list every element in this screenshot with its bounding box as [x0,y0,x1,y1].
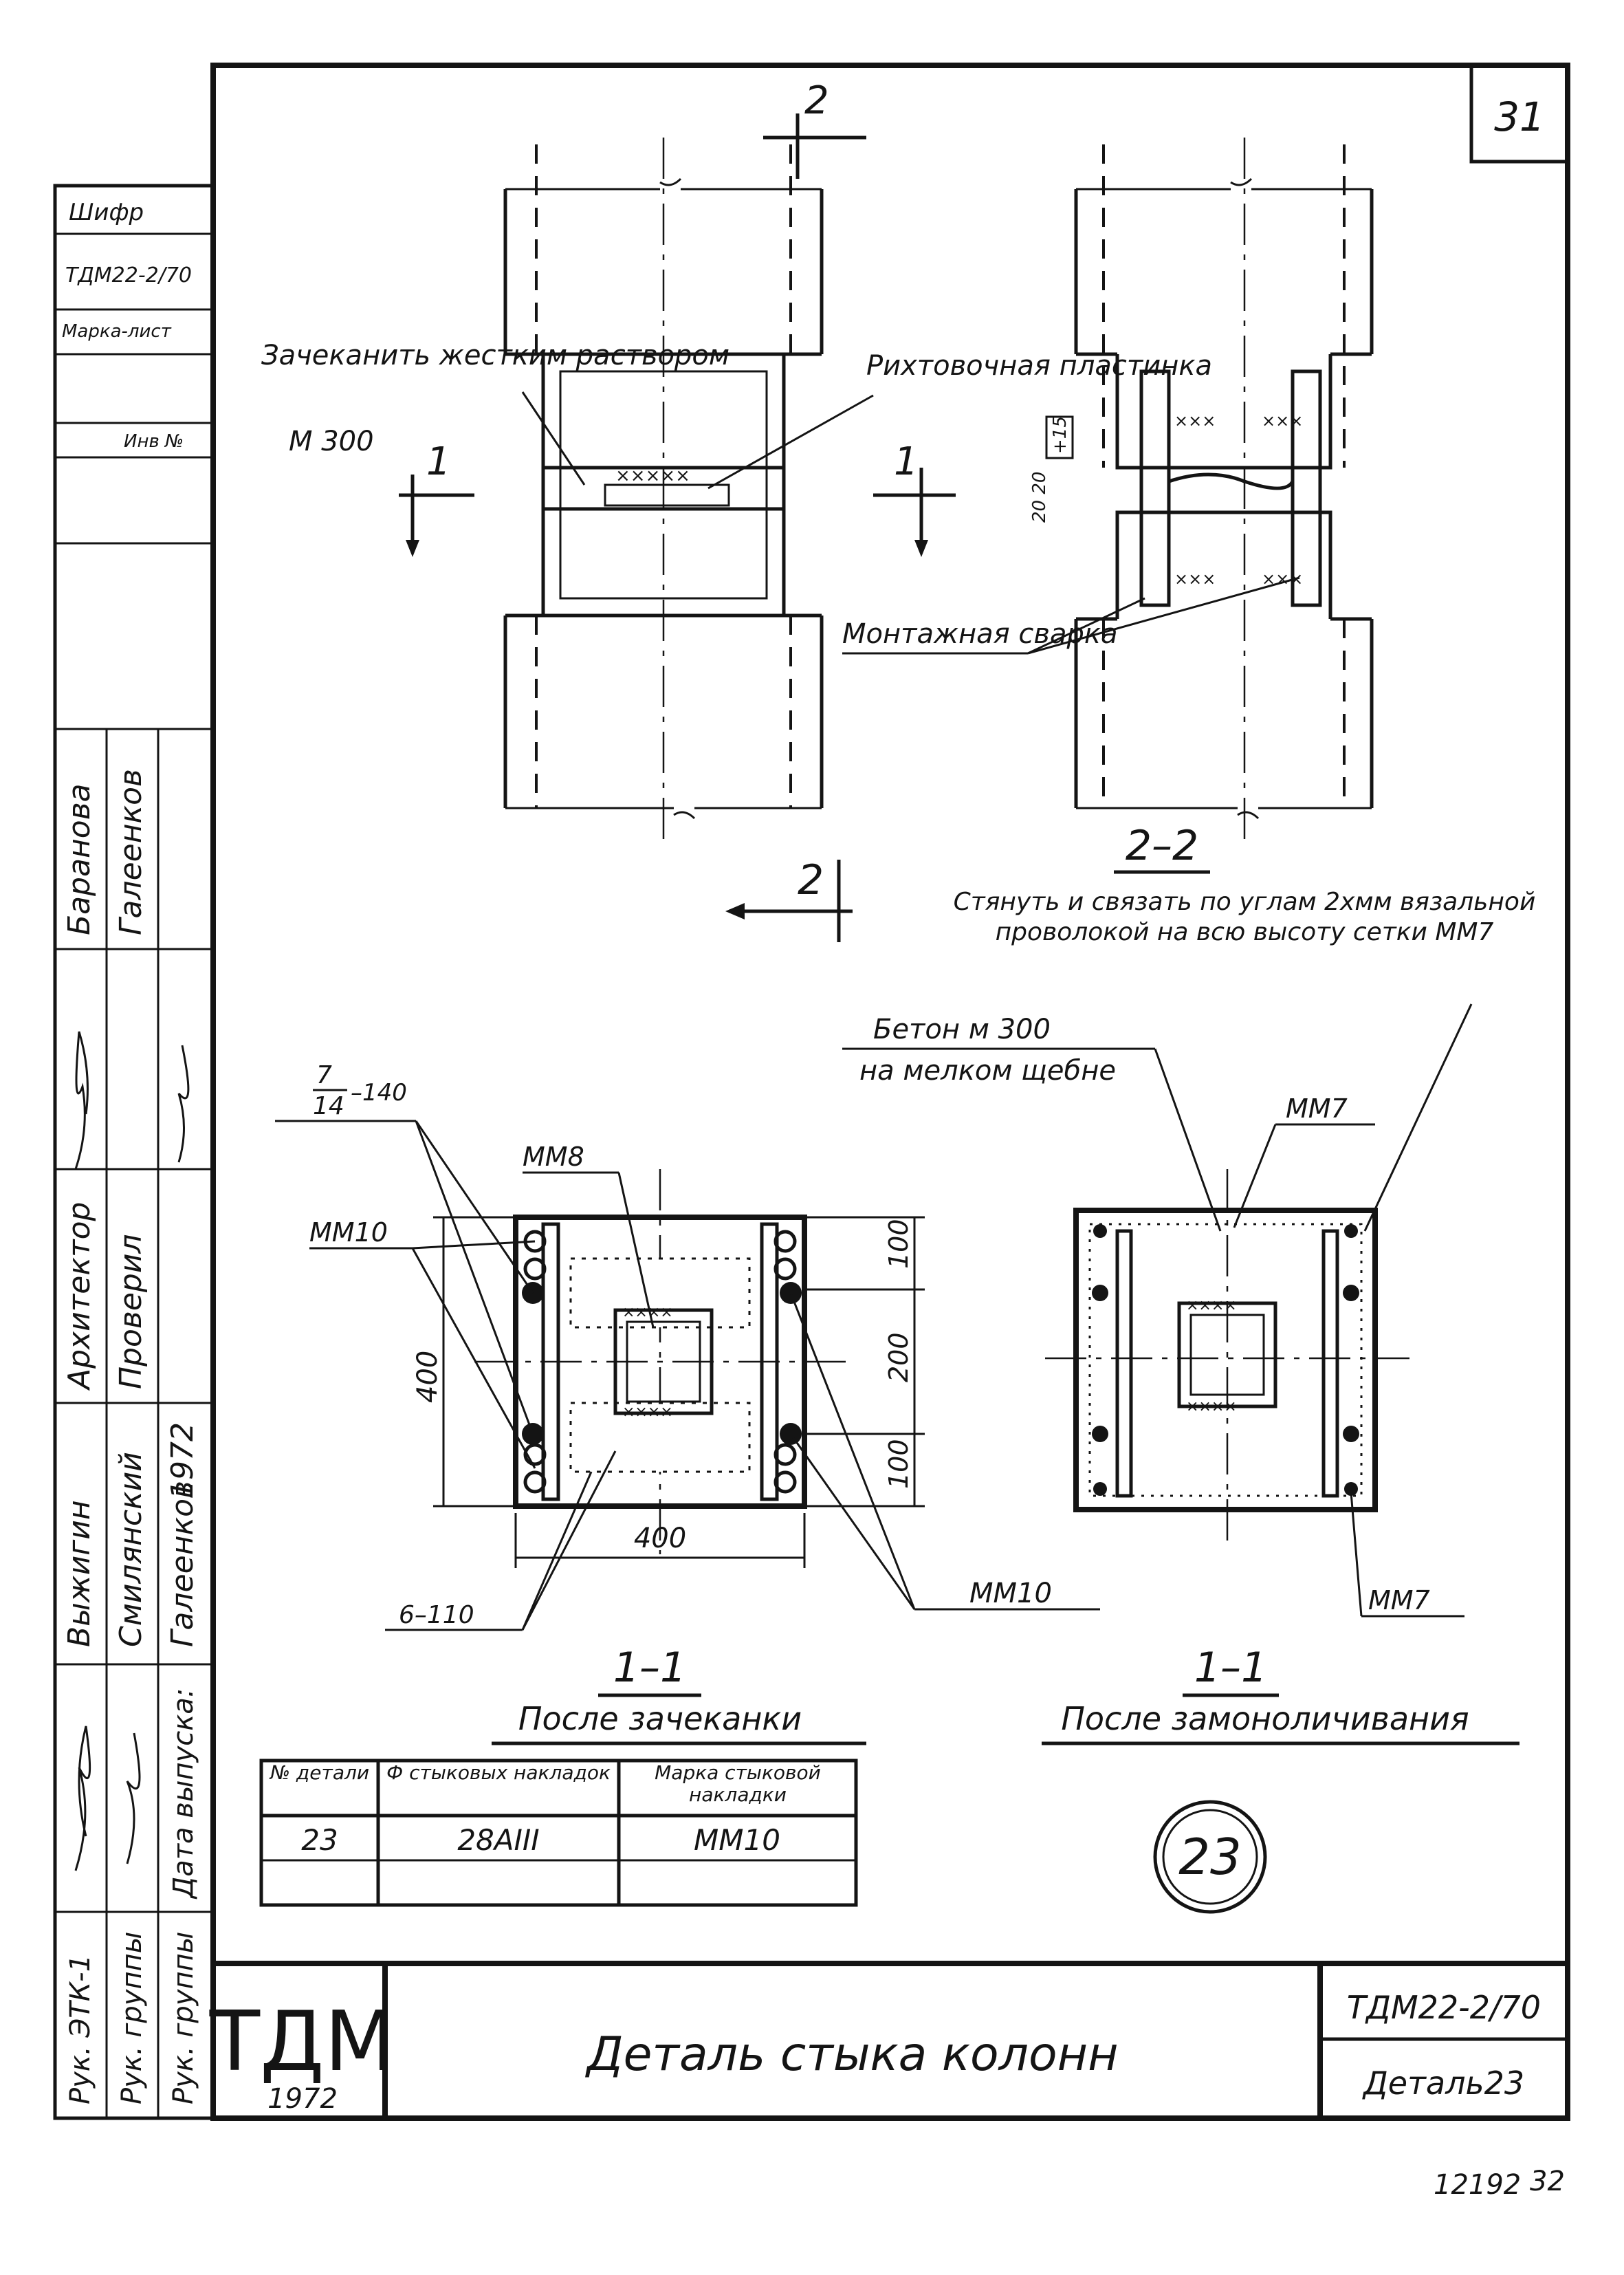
table-cell-detail: 23 [301,1823,338,1857]
table-header-detail: № детали [270,1762,370,1784]
stamp-inv-no: Инв № [124,431,184,452]
label-mm10-right: ММ10 [969,1578,1052,1609]
table-header-diameter: Ф стыковых накладок [386,1762,611,1784]
drawing-title: Деталь стыка колонн [584,2027,1118,2082]
section-1-label-left: 1 [426,439,451,484]
section-1-1-caulking: ×××× ×××× 100 200 100 400 400 [275,1061,1100,1745]
elevation-side: ××× ××× ××× ××× 1 20 20 +15 Монтажная св… [842,138,1374,846]
side-stamp: Шифр ТДМ22-2/70 Марка-лист Инв № Рук. ЭТ… [53,184,215,2120]
section-1-1-right-subtitle: После замоноличивания [1061,1700,1469,1737]
section-1-1-monolith: ×××× ×××× Бетон м 300 на мелком щебне ММ… [842,1003,1519,1745]
title-block: ТДМ 1972 Деталь стыка колонн ТДМ22-2/70 … [209,1961,1568,2118]
stamp-role-4: Архитектор [62,1202,97,1391]
label-mm7-bottom: ММ7 [1368,1585,1430,1615]
section-1-label-right: 1 [894,439,919,484]
rebar-label-den: 14 [313,1092,344,1120]
signature-2 [74,1726,91,1871]
stamp-role-2: Рук. группы [116,1932,148,2104]
callout-caulk-grade: М 300 [289,426,374,457]
stamp-name-2: Смилянский [113,1452,149,1647]
svg-text:×××: ××× [1262,411,1303,431]
stamp-shifr: Шифр [69,199,144,226]
svg-text:×××: ××× [1174,411,1216,431]
label-mm10-left: ММ10 [309,1217,388,1248]
svg-text:××××: ×××× [622,1404,673,1421]
section-1-1-left-title: 1–1 [613,1644,686,1692]
sheet-number: 31 [1494,94,1545,140]
footer-number-left: 12192 [1434,2169,1521,2201]
stamp-code: ТДМ22-2/70 [65,263,192,287]
stamp-name-5: Галеенков [113,769,149,935]
stamp-role-3: Рук. группы [168,1932,199,2104]
dim-100-bot: 100 [884,1439,914,1489]
label-mm7-top: ММ7 [1286,1093,1348,1124]
dim-400-vertical: 400 [412,1351,443,1403]
svg-text:××××: ×××× [1186,1398,1237,1415]
svg-text:×××: ××× [1174,569,1216,589]
weld-marks-top: ××××× [615,466,690,486]
label-concrete-2: на мелком щебне [859,1055,1116,1087]
sheet-number-box: 31 [1469,63,1570,164]
stamp-name-4: Баранова [62,783,97,935]
section-2-2-note: Стянуть и связать по углам 2хмм вязально… [953,888,1536,946]
label-mm8: ММ8 [523,1142,584,1172]
dim-20-20: 20 20 [1029,472,1050,523]
callout-weld: Монтажная сварка [842,618,1118,650]
label-6-110: 6–110 [399,1601,474,1629]
stamp-name-3: Галеенков [165,1481,200,1647]
title-org: ТДМ [209,1994,396,2090]
section-2-label-top: 2 [804,78,829,123]
table-header-mark: Марка стыковой накладки [655,1762,821,1806]
stamp-role-1: Рук. ЭТК-1 [65,1955,96,2104]
signature-3 [126,1732,141,1864]
stamp-marka-list: Марка-лист [62,321,172,342]
dim-400-horizontal: 400 [634,1523,686,1554]
signature-4 [177,1045,190,1163]
section-2-2-title: 2–2 [1126,822,1198,870]
callout-caulk: Зачеканить жестким раствором [261,340,729,371]
stamp-role-5: Проверил [113,1234,149,1389]
spec-table: № детали Ф стыковых накладок Марка стыко… [259,1759,858,1907]
callout-plate: Рихтовочная пластинка [866,350,1212,382]
rebar-label-num: 7 [316,1061,332,1089]
dim-box: +15 [1050,416,1071,454]
section-2-2-note-box: Стянуть и связать по углам 2хмм вязально… [953,888,1536,946]
title-code: ТДМ22-2/70 [1347,1989,1541,2026]
section-1-1-left-subtitle: После зачеканки [518,1700,802,1737]
title-year: 1972 [267,2083,338,2115]
svg-text:××××: ×××× [1186,1297,1237,1314]
dim-100-top: 100 [884,1219,914,1269]
table-cell-diameter: 28АIII [457,1823,539,1857]
section-2-2-header: 2–2 Стянуть и связать по углам 2хмм вяза… [953,822,1536,946]
section-1-1-right-title: 1–1 [1194,1644,1267,1692]
detail-number-circle: 23 [1153,1800,1267,1914]
rebar-label-len: –140 [351,1079,407,1107]
footer-number-right: 32 [1530,2166,1565,2197]
signature-1 [74,1031,89,1170]
table-cell-mark: ММ10 [694,1823,780,1857]
title-detail: Деталь23 [1362,2065,1524,2102]
stamp-date-label: Дата выпуска: [168,1688,199,1900]
stamp-date-value: 1972 [165,1422,200,1499]
elevation-front: ××××× 1 2 2 Зачеканить жестким раствором… [261,78,1212,942]
section-2-label-bottom: 2 [798,856,824,904]
stamp-name-1: Выжигин [62,1500,97,1647]
detail-number: 23 [1178,1828,1242,1886]
label-concrete: Бетон м 300 [873,1014,1051,1045]
dim-200: 200 [884,1332,914,1382]
